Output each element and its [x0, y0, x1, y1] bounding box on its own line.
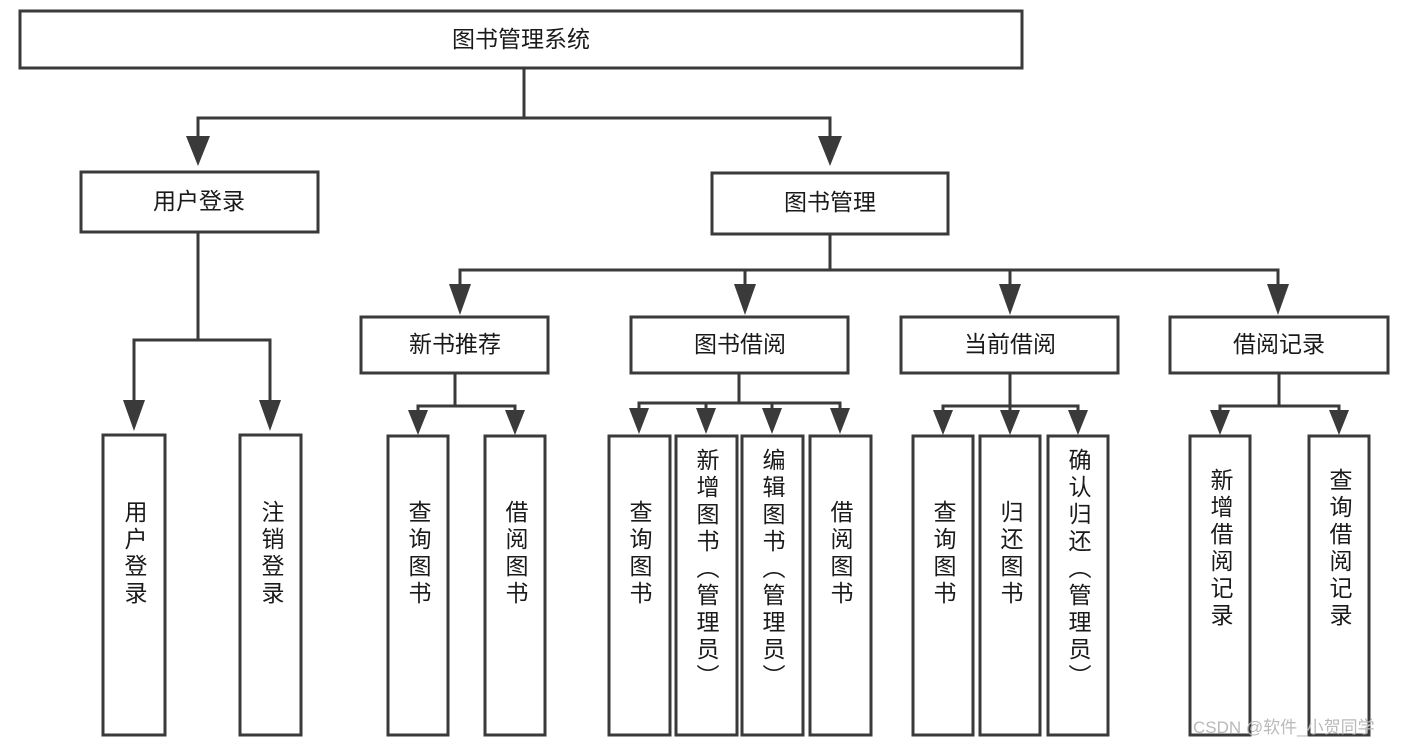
leaf-query-book-2-label: 查询图书	[626, 500, 653, 608]
leaf-query-record-label: 查询借阅记录	[1326, 468, 1353, 630]
leaf-return-book[interactable]: 归还图书	[978, 434, 1042, 737]
leaf-borrow-book-2-label: 借阅图书	[827, 500, 854, 608]
arrow-head-leaf-query-book-2	[629, 408, 649, 434]
node-new-book-recommend[interactable]: 新书推荐	[359, 315, 550, 375]
leaf-query-book-2[interactable]: 查询图书	[607, 434, 672, 737]
node-root-box[interactable]	[18, 9, 1024, 70]
arrow-head-user-login	[186, 136, 210, 166]
arrow-head-new-book-recommend	[449, 284, 471, 315]
leaf-borrow-book-2-box[interactable]	[808, 434, 873, 737]
node-book-borrow-box[interactable]	[629, 315, 850, 375]
leaf-logout-box[interactable]	[238, 433, 303, 737]
arrow-head-leaf-add-record	[1210, 410, 1230, 435]
leaf-logout-label: 注销登录	[258, 500, 285, 608]
arrow-head-leaf-logout	[259, 400, 281, 431]
arrow-head-leaf-confirm-return	[1068, 410, 1088, 435]
node-borrow-record-label: 借阅记录	[1233, 331, 1325, 357]
connector-group-book-manage	[449, 232, 1289, 315]
arrow-head-leaf-add-book	[696, 408, 716, 434]
arrow-head-leaf-query-book-1	[408, 410, 428, 435]
arrow-head-borrow-record	[1267, 284, 1289, 315]
connector-group-new-book-recommend	[408, 371, 525, 435]
leaf-confirm-return-label: 确认归还（管理员）	[1065, 448, 1092, 691]
arrow-head-book-manage	[818, 136, 842, 166]
leaf-confirm-return[interactable]: 确认归还（管理员）	[1046, 434, 1110, 737]
node-current-borrow-box[interactable]	[899, 315, 1120, 375]
node-book-manage-label: 图书管理	[784, 189, 876, 215]
leaf-query-record[interactable]: 查询借阅记录	[1307, 434, 1371, 737]
leaf-edit-book-box[interactable]	[740, 434, 805, 737]
leaf-user-login[interactable]: 用户登录	[101, 433, 167, 737]
node-book-borrow-label: 图书借阅	[694, 331, 786, 357]
arrow-head-leaf-borrow-book-1	[505, 410, 525, 435]
node-book-manage[interactable]: 图书管理	[710, 171, 950, 236]
node-user-login-box[interactable]	[79, 170, 320, 234]
leaf-add-record-label: 新增借阅记录	[1207, 468, 1234, 630]
arrow-head-leaf-borrow-book-2	[830, 408, 850, 434]
arrow-head-leaf-user-login	[123, 400, 145, 431]
leaf-query-record-box[interactable]	[1307, 434, 1371, 737]
node-current-borrow[interactable]: 当前借阅	[899, 315, 1120, 375]
leaf-logout[interactable]: 注销登录	[238, 433, 303, 737]
leaf-user-login-label: 用户登录	[121, 500, 148, 608]
leaf-borrow-book-1-box[interactable]	[483, 434, 547, 737]
arrow-head-leaf-query-record	[1329, 410, 1349, 435]
leaf-edit-book[interactable]: 编辑图书（管理员）	[740, 434, 805, 737]
connector-group-user-login	[123, 230, 281, 431]
node-book-borrow[interactable]: 图书借阅	[629, 315, 850, 375]
leaf-query-book-3-box[interactable]	[911, 434, 975, 737]
leaf-borrow-book-1-label: 借阅图书	[502, 500, 529, 608]
connector-group-book-borrow	[629, 371, 850, 434]
node-borrow-record[interactable]: 借阅记录	[1168, 315, 1390, 375]
leaf-add-book-label: 新增图书（管理员）	[693, 448, 720, 691]
arrow-head-leaf-query-book-3	[933, 410, 953, 435]
node-root-label: 图书管理系统	[452, 26, 590, 52]
leaf-return-book-box[interactable]	[978, 434, 1042, 737]
node-book-manage-box[interactable]	[710, 171, 950, 236]
leaf-query-book-1-label: 查询图书	[405, 500, 432, 608]
leaf-query-book-1-box[interactable]	[386, 434, 450, 737]
leaf-user-login-box[interactable]	[101, 433, 167, 737]
connector-group-borrow-record	[1210, 371, 1349, 435]
connector-group-current-borrow	[933, 371, 1088, 435]
node-new-book-recommend-box[interactable]	[359, 315, 550, 375]
node-user-login[interactable]: 用户登录	[79, 170, 320, 234]
watermark-label: CSDN @软件_小贺同学	[1193, 718, 1375, 737]
leaf-add-record[interactable]: 新增借阅记录	[1188, 434, 1252, 737]
leaf-return-book-label: 归还图书	[997, 500, 1024, 608]
node-borrow-record-box[interactable]	[1168, 315, 1390, 375]
leaf-query-book-3-label: 查询图书	[930, 500, 957, 608]
node-new-book-recommend-label: 新书推荐	[409, 331, 501, 357]
leaf-add-book[interactable]: 新增图书（管理员）	[674, 434, 739, 737]
leaf-query-book-1[interactable]: 查询图书	[386, 434, 450, 737]
leaf-edit-book-label: 编辑图书（管理员）	[759, 448, 786, 691]
leaf-borrow-book-1[interactable]: 借阅图书	[483, 434, 547, 737]
leaf-add-book-box[interactable]	[674, 434, 739, 737]
connector-group-root	[186, 66, 842, 166]
arrow-head-current-borrow	[999, 284, 1021, 315]
leaf-add-record-box[interactable]	[1188, 434, 1252, 737]
leaf-query-book-2-box[interactable]	[607, 434, 672, 737]
arrow-head-leaf-return-book	[1000, 410, 1020, 435]
leaf-query-book-3[interactable]: 查询图书	[911, 434, 975, 737]
node-current-borrow-label: 当前借阅	[964, 331, 1056, 357]
node-user-login-label: 用户登录	[153, 188, 245, 214]
node-root[interactable]: 图书管理系统	[18, 9, 1024, 70]
arrow-head-leaf-edit-book	[762, 408, 782, 434]
arrow-head-book-borrow	[734, 284, 756, 315]
leaf-confirm-return-box[interactable]	[1046, 434, 1110, 737]
leaf-borrow-book-2[interactable]: 借阅图书	[808, 434, 873, 737]
